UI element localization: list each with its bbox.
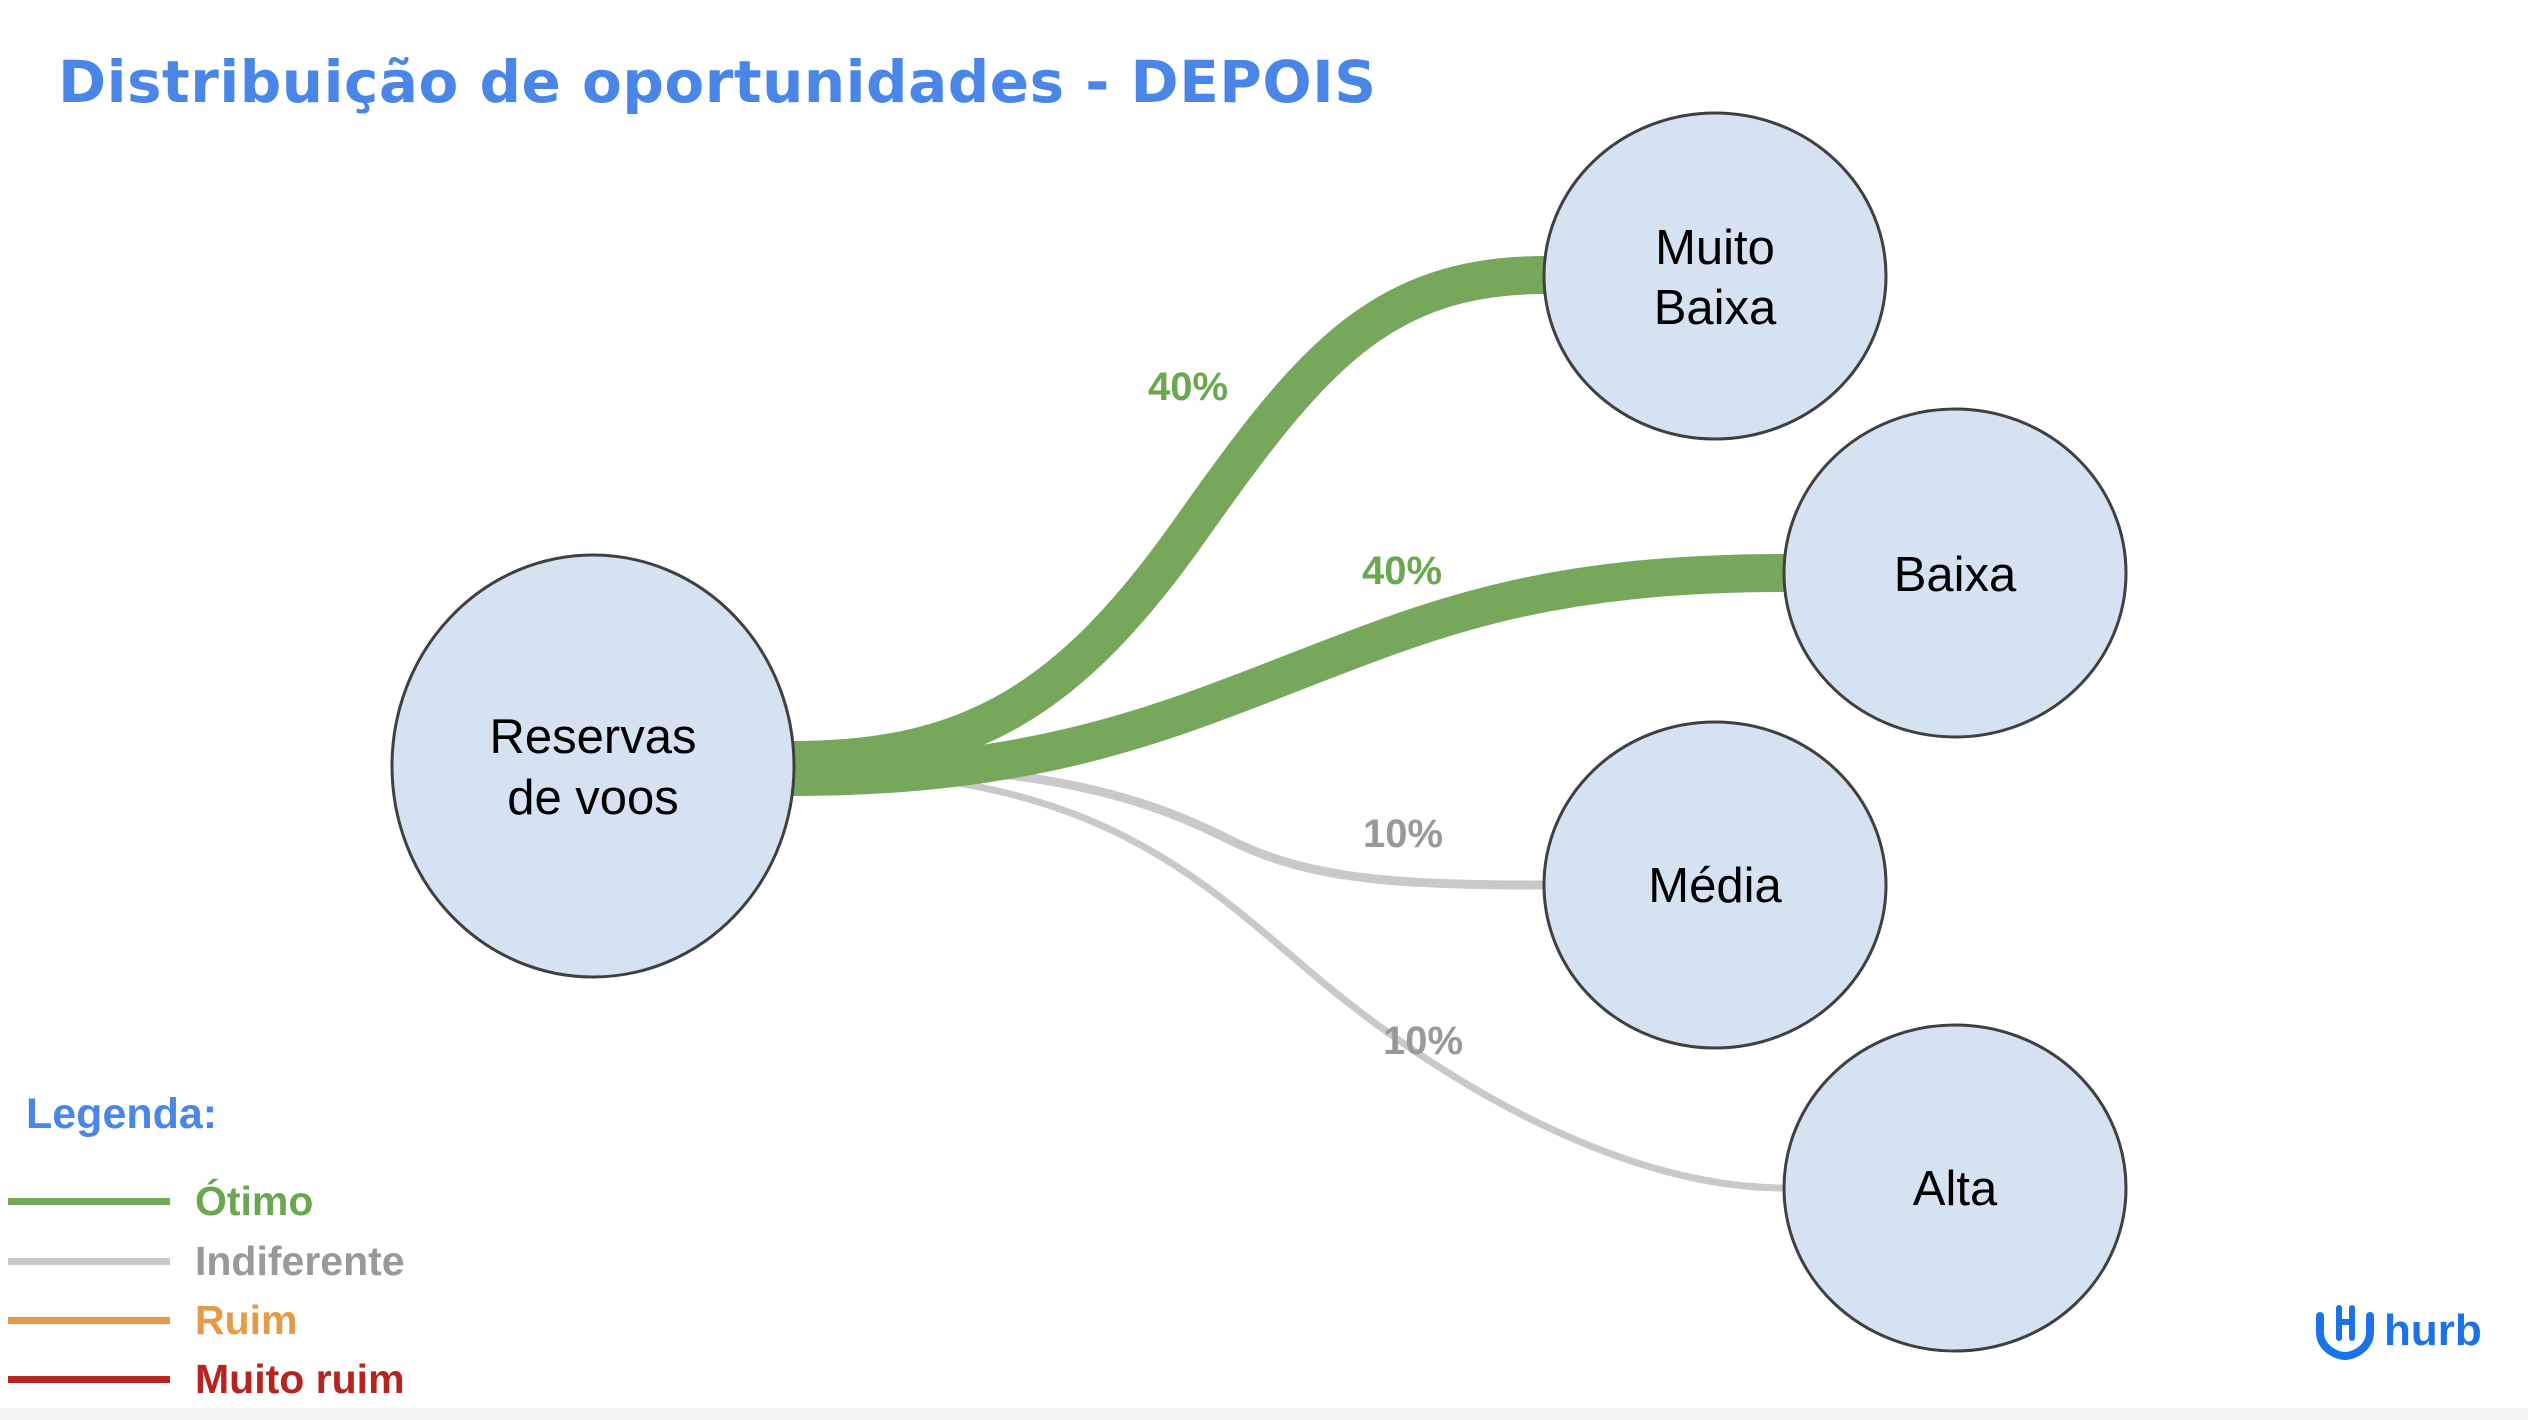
node-reservas-de-voos: Reservas de voos xyxy=(390,553,796,979)
legend-swatch xyxy=(8,1198,170,1205)
flow-line-alta xyxy=(792,766,1786,1192)
node-muito-baixa: Muito Baixa xyxy=(1542,111,1888,441)
node-baixa: Baixa xyxy=(1782,407,2128,739)
legend-label: Ruim xyxy=(195,1297,298,1343)
legend-swatch xyxy=(8,1317,170,1324)
legend-swatch xyxy=(8,1258,170,1265)
legend-item-muito-ruim: Muito ruim xyxy=(8,1352,608,1408)
legend-item-otimo: Ótimo xyxy=(8,1174,608,1230)
node-label-line2: de voos xyxy=(507,771,679,825)
legend-title: Legenda: xyxy=(26,1090,218,1138)
legend-swatch xyxy=(8,1376,170,1383)
flow-label-baixa: 40% xyxy=(1362,549,1442,593)
page-title: Distribuição de oportunidades - DEPOIS xyxy=(58,48,1377,116)
legend-label: Indiferente xyxy=(195,1238,405,1284)
node-label: Média xyxy=(1648,859,1782,913)
legend-item-ruim: Ruim xyxy=(8,1293,608,1349)
node-label: Baixa xyxy=(1894,548,2017,602)
legend-item-indiferente: Indiferente xyxy=(8,1234,608,1290)
legend: Legenda: Ótimo Indiferente Ruim Muito ru… xyxy=(8,1090,608,1420)
logo-text: hurb xyxy=(2384,1306,2482,1355)
hurb-logo: hurb xyxy=(2312,1302,2502,1362)
flow-line-muito-baixa xyxy=(792,256,1546,779)
legend-label: Ótimo xyxy=(195,1178,314,1224)
node-label: Alta xyxy=(1913,1162,1998,1216)
node-label-line1: Muito xyxy=(1655,221,1775,275)
flow-line-baixa xyxy=(792,554,1786,796)
flow-label-muito-baixa: 40% xyxy=(1148,365,1228,409)
node-alta: Alta xyxy=(1782,1023,2128,1353)
legend-label: Muito ruim xyxy=(195,1356,405,1402)
hurb-smile-icon xyxy=(2316,1305,2374,1360)
footer-strip xyxy=(0,1408,2528,1420)
node-media: Média xyxy=(1542,720,1888,1050)
flow-label-alta: 10% xyxy=(1383,1019,1463,1063)
node-label-line2: Baixa xyxy=(1654,281,1777,335)
flow-label-media: 10% xyxy=(1363,812,1443,856)
node-label-line1: Reservas xyxy=(490,710,697,764)
